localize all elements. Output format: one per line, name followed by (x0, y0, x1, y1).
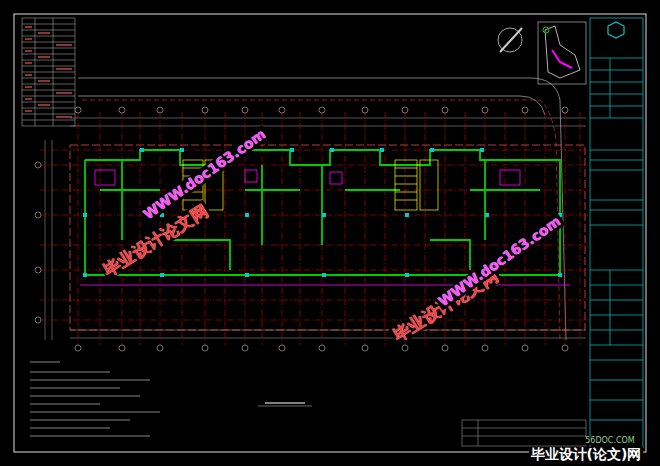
site-logo-text: 56DOC.COM (583, 437, 637, 446)
watermark-url: WWW.doc163.com (434, 213, 565, 311)
site-logo-text: 毕业设计(论文)网 (529, 447, 644, 462)
